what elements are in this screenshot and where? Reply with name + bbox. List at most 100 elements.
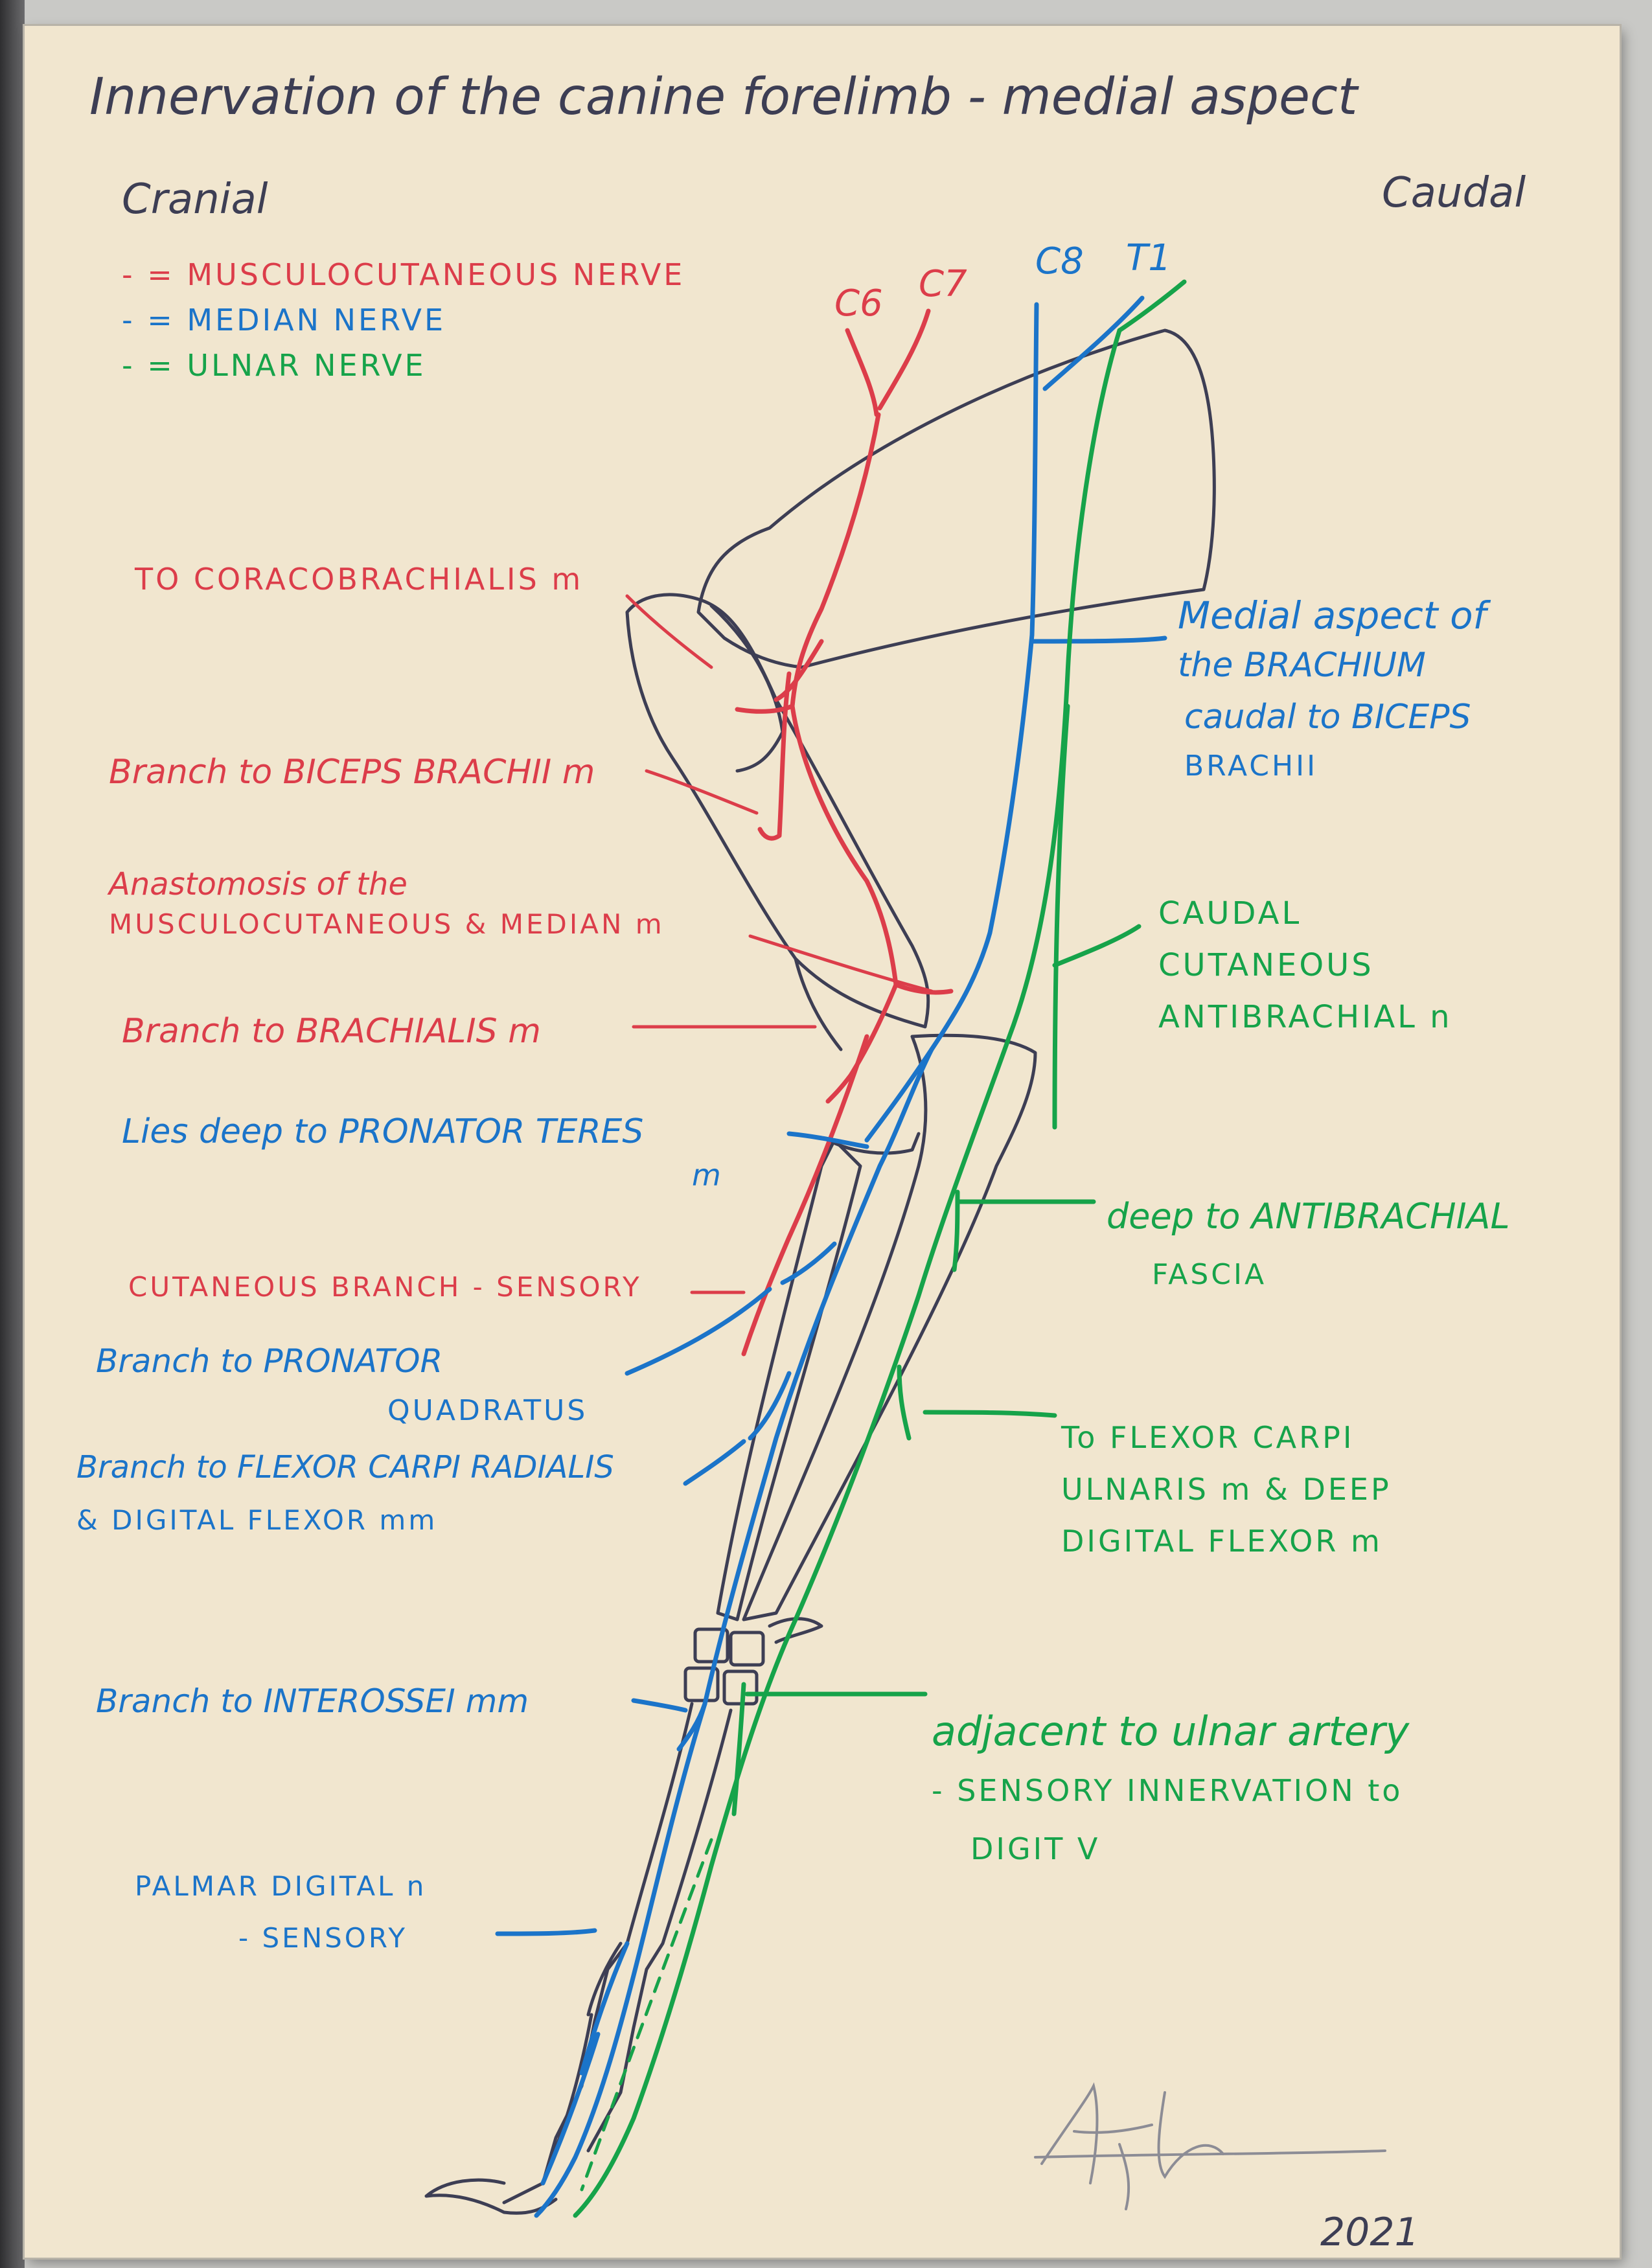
c8-root — [1029, 302, 1039, 637]
cutaneous-branch — [741, 1034, 869, 1357]
label-ulnar-artery-line1: adjacent to ulnar artery — [932, 1708, 1410, 1755]
label-coracobrachialis: TO CORACOBRACHIALIS m — [135, 562, 584, 597]
coracobrachialis-leader — [625, 594, 713, 669]
c7-root — [877, 308, 931, 411]
pronator-teres-leader — [786, 1131, 869, 1149]
label-deep-fascia-line1: deep to ANTIBRACHIAL — [1107, 1196, 1510, 1237]
pronator-quadratus-branch — [780, 1241, 837, 1285]
scapula-outline — [696, 328, 1216, 669]
label-caudal-cutaneous-line2: CUTANEOUS — [1158, 947, 1374, 983]
ulnar-nerve — [573, 279, 1187, 2218]
median-nerve — [495, 295, 1167, 2218]
coracobrachialis-branch-2 — [774, 639, 824, 702]
label-brachialis: Branch to BRACHIALIS m — [122, 1012, 541, 1051]
cranial-label: Cranial — [122, 176, 268, 223]
medial-brachium-leader — [1029, 636, 1167, 644]
footer-year: 2021 — [1320, 2210, 1419, 2255]
label-medial-brachium-line3: caudal to BICEPS — [1184, 698, 1471, 737]
legend-key: - — [122, 257, 135, 292]
metacarpal-outline — [502, 1702, 694, 2205]
legend-item-ulnar: - = ULNAR NERVE — [122, 350, 426, 381]
digit-v-branch — [731, 1682, 746, 1816]
anastomosis-branch — [893, 982, 954, 995]
label-interossei: Branch to INTEROSSEI mm — [96, 1682, 529, 1720]
label-deep-fascia-line2: FASCIA — [1152, 1258, 1267, 1291]
carpal-bone — [722, 1669, 759, 1706]
dashed-digit-branch — [580, 1838, 713, 2192]
scanner-edge — [0, 0, 25, 2268]
biceps-leader — [645, 769, 759, 815]
label-pronator-quadratus-line1: Branch to PRONATOR — [96, 1342, 443, 1380]
label-anastomosis-line1: Anastomosis of the — [109, 866, 407, 902]
paper-sheet: Innervation of the canine forelimb - med… — [25, 26, 1620, 2258]
legend-label: = MEDIAN NERVE — [147, 303, 446, 338]
ulnar-trunk — [573, 328, 1122, 2218]
label-pronator-quadratus-line2: QUADRATUS — [387, 1394, 588, 1427]
label-flexor-carpi-radialis-line2: & DIGITAL FLEXOR mm — [76, 1504, 438, 1536]
root-c8: C8 — [1035, 240, 1084, 282]
label-ulnar-artery-line2: - SENSORY INNERVATION to — [932, 1773, 1403, 1808]
label-medial-brachium-line4: BRACHII — [1184, 750, 1318, 783]
digital-branch-2 — [540, 2032, 601, 2186]
pronator-teres-branch — [864, 1047, 934, 1143]
label-caudal-cutaneous-line1: CAUDAL — [1158, 895, 1302, 932]
label-ulnar-artery-line3: DIGIT V — [970, 1831, 1101, 1866]
signature-mark — [1034, 2082, 1386, 2210]
label-pronator-teres-line2: m — [692, 1158, 721, 1193]
label-caudal-cutaneous-line3: ANTIBRACHIAL n — [1158, 999, 1452, 1035]
forelimb-diagram — [424, 279, 1386, 2218]
legend-item-musculocutaneous: - = MUSCULOCUTANEOUS NERVE — [122, 259, 685, 290]
flexor-leader — [683, 1439, 746, 1486]
interossei-leader — [631, 1698, 688, 1713]
label-flexor-carpi-radialis-line1: Branch to FLEXOR CARPI RADIALIS — [76, 1449, 614, 1485]
t1-root-ulnar — [1117, 279, 1187, 333]
musculocutaneous-trunk — [790, 412, 899, 987]
claw-outline — [424, 2178, 558, 2215]
pronator-quadratus-leader — [625, 1287, 772, 1376]
metacarpal-outline — [586, 1708, 733, 2153]
palmar-digital-branch — [579, 1941, 630, 2076]
label-flexor-carpi-ulnaris-line2: ULNARIS m & DEEP — [1061, 1472, 1392, 1507]
t1-root — [1042, 295, 1145, 391]
label-pronator-teres-line1: Lies deep to PRONATOR TERES — [122, 1112, 644, 1151]
c6-root — [845, 328, 879, 417]
legend-label: = MUSCULOCUTANEOUS NERVE — [147, 257, 685, 292]
label-cutaneous-branch: CUTANEOUS BRANCH - SENSORY — [128, 1271, 642, 1303]
elbow-joint — [794, 957, 843, 1051]
ulna-outline — [742, 1033, 1037, 1621]
brachialis-branch — [825, 982, 899, 1104]
page-title: Innervation of the canine forelimb - med… — [89, 68, 1358, 126]
median-trunk — [534, 632, 1035, 2218]
carpal-bone — [693, 1627, 729, 1664]
carpal-bone — [683, 1666, 720, 1702]
humerus-outline — [625, 593, 930, 1029]
root-c6: C6 — [834, 282, 883, 325]
anastomosis-leader — [748, 934, 934, 993]
red-leaders — [625, 594, 934, 1294]
label-medial-brachium-line1: Medial aspect of — [1178, 593, 1486, 637]
carpal-bone — [729, 1631, 765, 1667]
caudal-label: Caudal — [1382, 169, 1526, 217]
radius-outline — [716, 1138, 862, 1621]
root-c7: C7 — [919, 263, 967, 305]
label-palmar-digital-line2: - SENSORY — [238, 1922, 407, 1954]
label-biceps: Branch to BICEPS BRACHII m — [109, 753, 595, 792]
legend-key: - — [122, 303, 135, 338]
caudal-cutaneous-leader — [1052, 924, 1141, 968]
palmar-digital-leader — [495, 1928, 597, 1936]
musculocutaneous-nerve — [735, 308, 954, 1357]
biceps-branch — [757, 671, 792, 841]
humerus-head — [709, 604, 785, 773]
legend-item-median: - = MEDIAN NERVE — [122, 304, 446, 336]
legend-label: = ULNAR NERVE — [147, 348, 426, 383]
olecranon — [826, 1132, 921, 1155]
caudal-cutaneous-antibrachial — [1052, 704, 1070, 1130]
legend-key: - — [122, 348, 135, 383]
root-t1: T1 — [1126, 237, 1171, 279]
label-flexor-carpi-ulnaris-line1: To FLEXOR CARPI — [1061, 1420, 1355, 1455]
flexor-carpi-ulnaris-leader — [923, 1410, 1057, 1418]
label-flexor-carpi-ulnaris-line3: DIGITAL FLEXOR m — [1061, 1524, 1382, 1559]
label-anastomosis-line2: MUSCULOCUTANEOUS & MEDIAN m — [109, 908, 665, 940]
flexor-branch — [748, 1371, 792, 1441]
label-medial-brachium-line2: the BRACHIUM — [1178, 646, 1426, 685]
